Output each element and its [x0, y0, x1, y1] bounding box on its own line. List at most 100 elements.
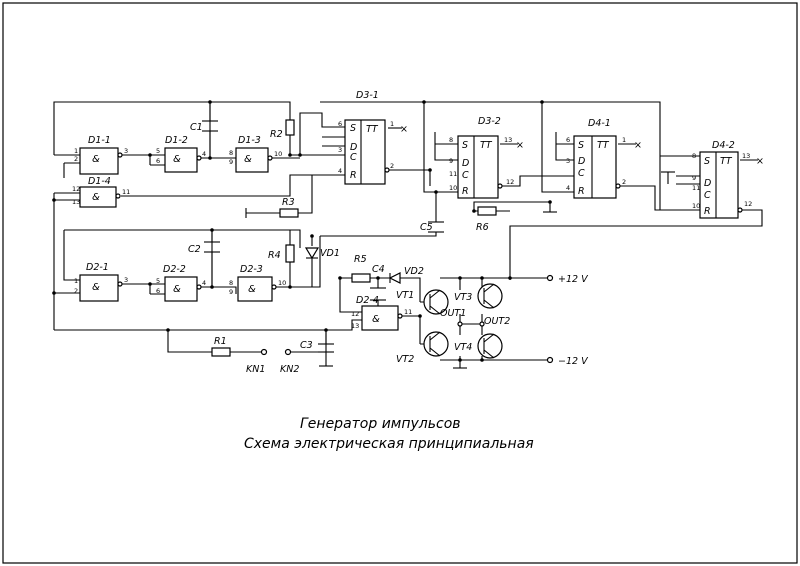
- svg-text:6: 6: [156, 157, 160, 165]
- svg-text:4: 4: [202, 279, 206, 287]
- svg-text:R: R: [578, 186, 585, 197]
- svg-text:12: 12: [72, 185, 80, 193]
- svg-text:9: 9: [229, 288, 233, 296]
- diode-vd1: VD1: [304, 247, 340, 260]
- gate-d2-2: & D2-2 5 6 4: [156, 264, 206, 302]
- svg-text:C4: C4: [372, 264, 385, 275]
- svg-text:2: 2: [74, 287, 78, 295]
- label-d2-1: D2-1: [86, 262, 109, 273]
- svg-text:VT2: VT2: [396, 354, 414, 365]
- svg-text:TT: TT: [480, 140, 493, 151]
- and-symbol: &: [92, 154, 100, 165]
- svg-text:VT3: VT3: [454, 292, 472, 303]
- svg-text:9: 9: [449, 157, 453, 165]
- svg-text:8: 8: [229, 279, 233, 287]
- svg-text:R4: R4: [268, 250, 281, 261]
- svg-text:R: R: [462, 186, 469, 197]
- resistor-r6: R6: [476, 206, 497, 233]
- label-d3-2: D3-2: [478, 116, 501, 127]
- svg-text:13: 13: [504, 136, 512, 144]
- svg-text:C1: C1: [190, 122, 203, 133]
- svg-text:OUT1: OUT1: [440, 308, 466, 319]
- svg-text:C3: C3: [300, 340, 313, 351]
- svg-text:9: 9: [229, 158, 233, 166]
- label-d2-2: D2-2: [163, 264, 186, 275]
- svg-text:6: 6: [566, 136, 570, 144]
- svg-text:3: 3: [566, 157, 570, 165]
- svg-text:11: 11: [404, 308, 412, 316]
- svg-text:S: S: [704, 156, 710, 167]
- svg-text:S: S: [578, 140, 584, 151]
- label-d4-2: D4-2: [712, 140, 735, 151]
- diagram-title-line2: Схема электрическая принципиальная: [244, 436, 534, 452]
- svg-text:5: 5: [156, 277, 160, 285]
- capacitor-c2: C2: [188, 241, 220, 255]
- svg-text:VT4: VT4: [454, 342, 472, 353]
- svg-text:&: &: [248, 284, 256, 295]
- svg-text:VD1: VD1: [320, 248, 340, 259]
- capacitor-c5: C5: [420, 221, 444, 233]
- svg-text:C: C: [462, 170, 469, 181]
- svg-text:4: 4: [566, 184, 570, 192]
- svg-text:3: 3: [338, 146, 342, 154]
- svg-text:×: ×: [634, 140, 642, 151]
- svg-text:10: 10: [278, 279, 286, 287]
- svg-text:S: S: [462, 140, 468, 151]
- flipflop-d4-2: TT S D C R D4-2 8 9 11 10 13 12 ×: [692, 140, 764, 219]
- gate-d1-3: & D1-3 8 9 10: [229, 135, 282, 173]
- gate-d2-1: & D2-1 1 2 3: [74, 262, 128, 302]
- svg-text:1: 1: [390, 120, 394, 128]
- svg-text:11: 11: [692, 184, 700, 192]
- svg-text:C: C: [350, 152, 357, 163]
- svg-text:1: 1: [622, 136, 626, 144]
- flipflop-d3-2: TT S D C R D3-2 8 9 11 10 13 12 ×: [449, 116, 524, 199]
- svg-text:6: 6: [156, 287, 160, 295]
- svg-text:11: 11: [122, 188, 130, 196]
- plus-12v-label: +12 V: [558, 274, 589, 285]
- svg-text:TT: TT: [597, 140, 610, 151]
- transistor-vt3: VT3: [454, 283, 503, 309]
- label-d1-3: D1-3: [238, 135, 261, 146]
- label-d2-3: D2-3: [240, 264, 263, 275]
- svg-text:8: 8: [229, 149, 233, 157]
- resistor-r5: R5: [351, 254, 371, 283]
- svg-text:TT: TT: [720, 156, 733, 167]
- svg-text:13: 13: [742, 152, 750, 160]
- svg-text:10: 10: [449, 184, 457, 192]
- svg-text:×: ×: [756, 156, 764, 167]
- svg-text:&: &: [92, 282, 100, 293]
- svg-text:KN1: KN1: [246, 364, 265, 375]
- label-d1-2: D1-2: [165, 135, 188, 146]
- power-terminals: +12 V −12 V: [546, 274, 589, 367]
- svg-text:C: C: [578, 168, 585, 179]
- svg-text:13: 13: [351, 322, 359, 330]
- junction-dots: [52, 100, 552, 362]
- svg-text:R6: R6: [476, 222, 489, 233]
- svg-text:R: R: [704, 206, 711, 217]
- svg-text:OUT2: OUT2: [484, 316, 510, 327]
- svg-text:10: 10: [274, 150, 282, 158]
- minus-12v-label: −12 V: [558, 356, 589, 367]
- svg-text:×: ×: [400, 124, 408, 135]
- svg-text:C2: C2: [188, 244, 201, 255]
- label-d2-4: D2-4: [356, 295, 379, 306]
- svg-text:&: &: [372, 314, 380, 325]
- svg-text:5: 5: [156, 147, 160, 155]
- svg-text:KN2: KN2: [280, 364, 299, 375]
- flipflop-d3-1: TT S D C R D3-1 6 3 4 1 2 ×: [338, 90, 408, 185]
- svg-text:VD2: VD2: [404, 266, 424, 277]
- label-d4-1: D4-1: [588, 118, 611, 129]
- svg-text:&: &: [92, 192, 100, 203]
- svg-text:13: 13: [72, 198, 80, 206]
- resistor-r3: R3: [279, 197, 299, 218]
- svg-text:2: 2: [74, 155, 78, 163]
- label-d1-1: D1-1: [88, 135, 111, 146]
- svg-text:4: 4: [338, 167, 342, 175]
- svg-text:&: &: [173, 154, 181, 165]
- svg-text:R2: R2: [270, 129, 283, 140]
- label-d1-4: D1-4: [88, 176, 111, 187]
- svg-text:10: 10: [692, 202, 700, 210]
- svg-text:VT1: VT1: [396, 290, 414, 301]
- svg-text:×: ×: [516, 140, 524, 151]
